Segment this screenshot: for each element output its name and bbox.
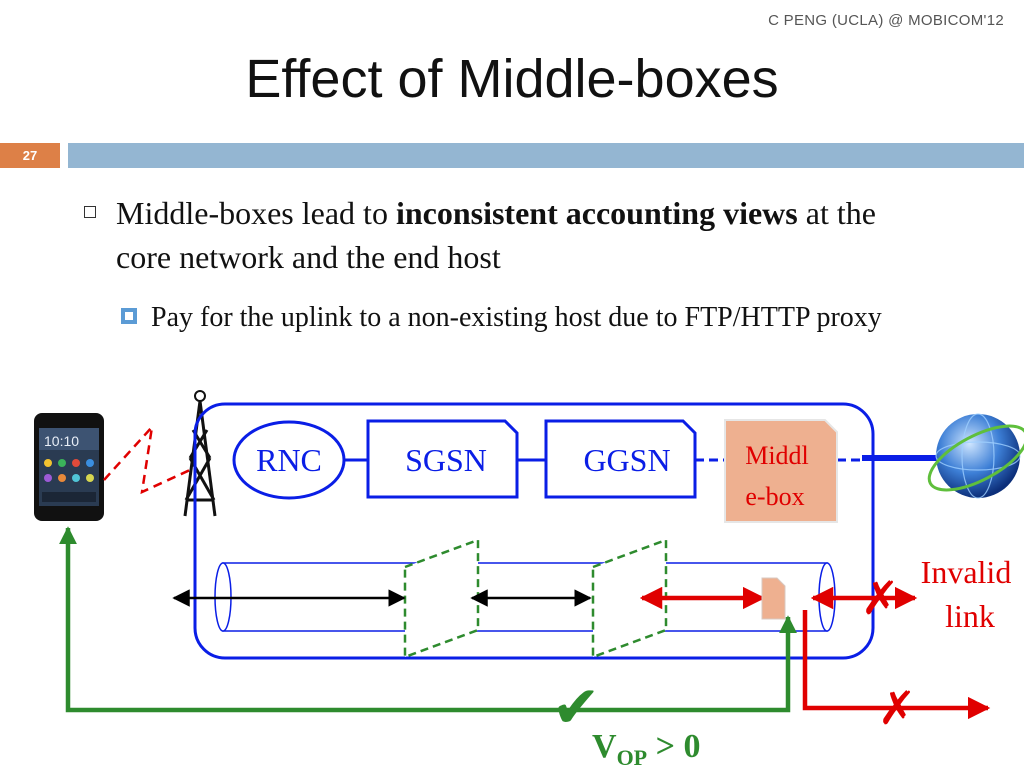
ggsn-node bbox=[544, 419, 697, 499]
bullet-main-text-start: Middle-boxes lead to bbox=[116, 195, 396, 231]
bullet-main: Middle-boxes lead to inconsistent accoun… bbox=[116, 191, 936, 279]
invalid-uplink-path bbox=[802, 610, 991, 720]
title-divider-bar bbox=[68, 143, 1024, 168]
tunnel-middlebox bbox=[761, 577, 786, 620]
valid-accounting-path bbox=[59, 526, 797, 713]
sub-bullet-square-icon bbox=[121, 308, 137, 324]
middlebox-label-line2: e-box bbox=[745, 482, 804, 511]
invalid-cross-mark-2: ✗ bbox=[878, 681, 917, 735]
vop-label: VOP > 0 bbox=[592, 728, 701, 768]
header-credit: C PENG (UCLA) @ MOBICOM'12 bbox=[768, 12, 1004, 29]
sgsn-label: SGSN bbox=[405, 442, 487, 478]
bullet-square-icon bbox=[84, 206, 96, 218]
rnc-node bbox=[232, 420, 346, 500]
invalid-cross-mark-1: ✗ bbox=[861, 571, 900, 625]
invalid-label-line1: Invalid bbox=[921, 554, 1012, 590]
tunnel-gate-1 bbox=[403, 538, 480, 659]
vop-label-v: V bbox=[592, 728, 617, 765]
vop-label-subscript: OP bbox=[617, 745, 648, 768]
vop-label-rest: > 0 bbox=[647, 728, 700, 765]
rnc-label: RNC bbox=[256, 442, 322, 478]
slide-number: 27 bbox=[0, 143, 60, 168]
bullet-main-text-end: at the core network and the end host bbox=[116, 195, 876, 275]
svg-text:10:10: 10:10 bbox=[44, 433, 79, 449]
sgsn-node bbox=[366, 419, 519, 499]
middlebox-node bbox=[724, 419, 838, 523]
smartphone-icon: 10:10 bbox=[34, 413, 104, 521]
bullet-sub: Pay for the uplink to a non-existing hos… bbox=[151, 302, 882, 333]
valid-check-mark: ✔ bbox=[552, 673, 601, 741]
middlebox-label-line1: Middl bbox=[745, 441, 809, 470]
internet-globe-icon bbox=[927, 413, 1024, 499]
invalid-label-line2: link bbox=[945, 598, 995, 634]
cell-tower-icon bbox=[183, 390, 217, 517]
ggsn-label: GGSN bbox=[583, 442, 670, 478]
bullet-main-bold: inconsistent accounting views bbox=[395, 195, 798, 231]
slide-title: Effect of Middle-boxes bbox=[245, 49, 779, 109]
wireless-link bbox=[103, 423, 191, 495]
